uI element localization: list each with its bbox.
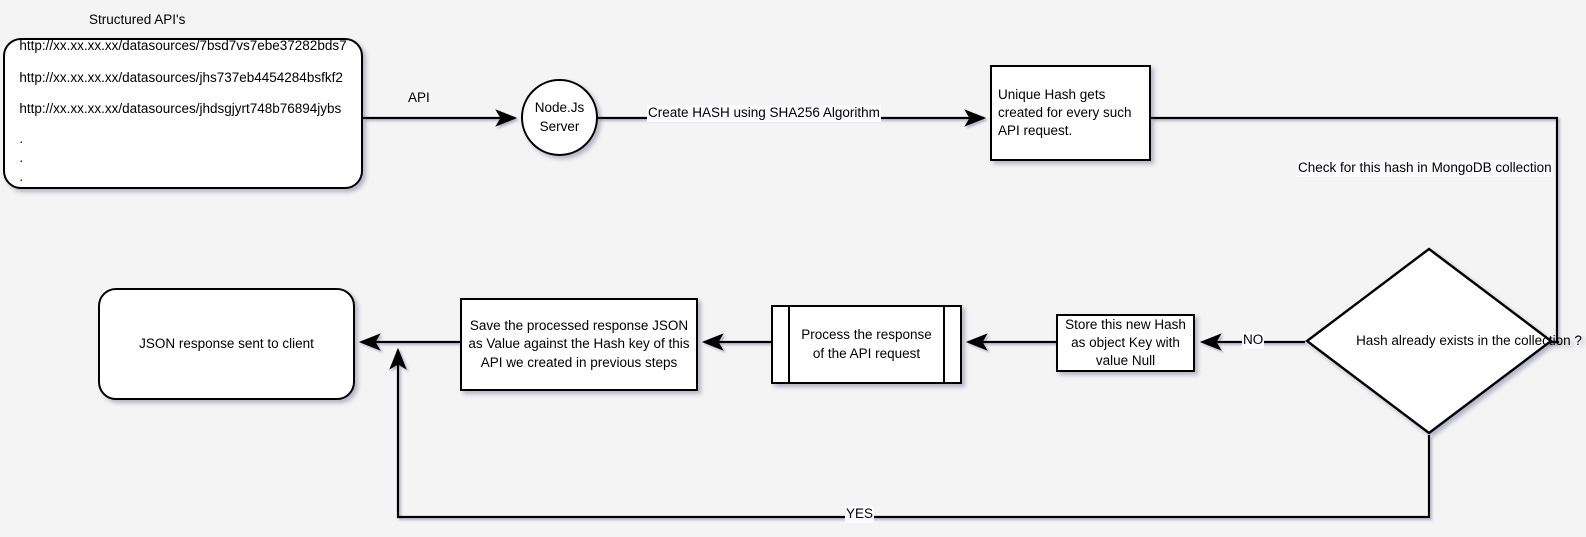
api-url-3: http://xx.xx.xx.xx/datasources/jhdsgjyrt… xyxy=(19,101,342,117)
api-url-1: http://xx.xx.xx.xx/datasources/7bsd7vs7e… xyxy=(19,38,347,54)
save-response-label: Save the processed response JSON as Valu… xyxy=(468,318,690,370)
node-process-response[interactable]: Process the response of the API request xyxy=(771,305,962,384)
node-nodejs-server[interactable]: Node.Js Server xyxy=(521,79,598,156)
node-unique-hash[interactable]: Unique Hash gets created for every such … xyxy=(990,65,1151,161)
json-response-label: JSON response sent to client xyxy=(139,335,314,351)
edge-label-check-hash: Check for this hash in MongoDB collectio… xyxy=(1297,160,1553,177)
node-json-response[interactable]: JSON response sent to client xyxy=(98,288,355,400)
api-ellipsis-3: . xyxy=(19,169,24,185)
process-response-label: Process the response of the API request xyxy=(801,327,932,361)
node-decision-hash-exists[interactable]: Hash already exists in the collection ? xyxy=(1305,247,1582,435)
nodejs-server-line-1: Node.Js xyxy=(534,100,585,116)
node-save-response[interactable]: Save the processed response JSON as Valu… xyxy=(460,298,698,391)
node-store-hash[interactable]: Store this new Hash as object Key with v… xyxy=(1056,314,1195,372)
edge-label-api: API xyxy=(408,90,430,105)
node-api-source[interactable]: http://xx.xx.xx.xx/datasources/7bsd7vs7e… xyxy=(3,38,363,189)
edge-label-no: NO xyxy=(1242,332,1265,349)
nodejs-server-label: Node.Js Server xyxy=(535,99,585,135)
api-ellipsis-2: . xyxy=(19,150,24,166)
nodejs-server-line-2: Server xyxy=(539,118,580,134)
edge-label-create-hash: Create HASH using SHA256 Algorithm xyxy=(647,105,881,122)
api-url-list: http://xx.xx.xx.xx/datasources/7bsd7vs7e… xyxy=(7,29,358,198)
api-url-2: http://xx.xx.xx.xx/datasources/jhs737eb4… xyxy=(19,69,343,85)
api-ellipsis-1: . xyxy=(19,130,24,146)
unique-hash-label: Unique Hash gets created for every such … xyxy=(998,86,1132,139)
page-title: Structured API's xyxy=(89,12,186,27)
edge-label-yes: YES xyxy=(845,506,875,523)
store-hash-label: Store this new Hash as object Key with v… xyxy=(1065,316,1186,369)
